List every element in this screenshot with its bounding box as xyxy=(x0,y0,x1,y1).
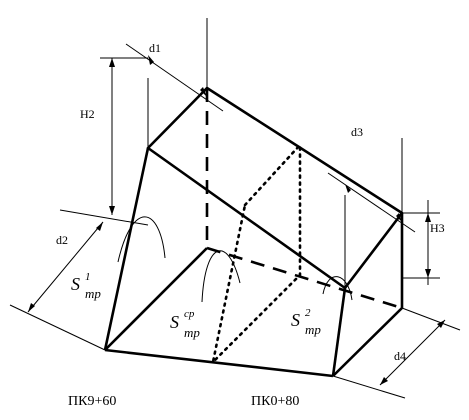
left-front-vertical-edge xyxy=(103,147,150,351)
svg-text:2: 2 xyxy=(305,307,311,319)
label-pk-left: ПК9+60 xyxy=(68,394,116,409)
svg-text:S: S xyxy=(291,310,300,330)
bottom-right-edge xyxy=(332,307,403,377)
s2-leader xyxy=(322,276,353,301)
s-mid-leader xyxy=(201,250,241,303)
area-s-mid-label: S ср тр xyxy=(170,308,200,340)
svg-text:тр: тр xyxy=(184,325,200,340)
top-face-edge xyxy=(146,86,404,290)
dimension-lines xyxy=(9,18,461,399)
bottom-left-edge xyxy=(104,247,208,351)
hidden-edges xyxy=(205,88,403,310)
label-pk-right: ПК0+80 xyxy=(251,394,299,409)
area-s1-label: S 1 тр xyxy=(71,271,101,301)
label-d4: d4 xyxy=(394,349,406,363)
middle-section-outline xyxy=(210,141,302,366)
label-d3: d3 xyxy=(351,125,363,139)
label-d1: d1 xyxy=(149,41,161,55)
svg-text:S: S xyxy=(71,274,80,294)
label-h2: H2 xyxy=(80,107,95,121)
middle-section xyxy=(210,141,302,366)
bottom-front-edge xyxy=(104,348,334,378)
hidden-bottom-back-edge xyxy=(206,246,403,310)
s1-leader xyxy=(117,216,166,263)
area-s2-label: S 2 тр xyxy=(291,307,321,337)
svg-text:S: S xyxy=(170,312,179,332)
leader-lines xyxy=(117,216,353,303)
label-h3: H3 xyxy=(430,221,445,235)
svg-text:1: 1 xyxy=(85,271,91,283)
svg-text:ср: ср xyxy=(184,308,195,320)
arrowheads xyxy=(28,55,445,385)
svg-text:тр: тр xyxy=(85,286,101,301)
right-front-vertical-edge xyxy=(331,287,347,377)
svg-text:тр: тр xyxy=(305,322,321,337)
label-d2: d2 xyxy=(56,233,68,247)
